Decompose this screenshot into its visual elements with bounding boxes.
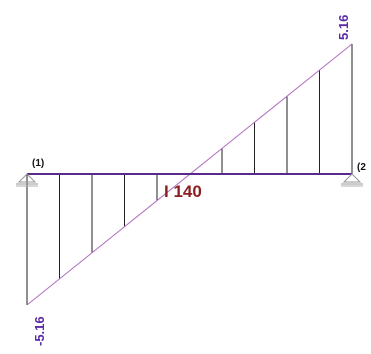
hatch-lines	[59, 70, 320, 279]
right-support-icon	[341, 173, 363, 187]
node-label-end: (2	[357, 162, 366, 173]
section-label: I 140	[164, 182, 202, 201]
node-label-start: (1)	[32, 158, 44, 169]
left-support-icon	[16, 173, 38, 187]
value-end: 5.16	[336, 15, 351, 40]
value-start: -5.16	[32, 316, 47, 346]
